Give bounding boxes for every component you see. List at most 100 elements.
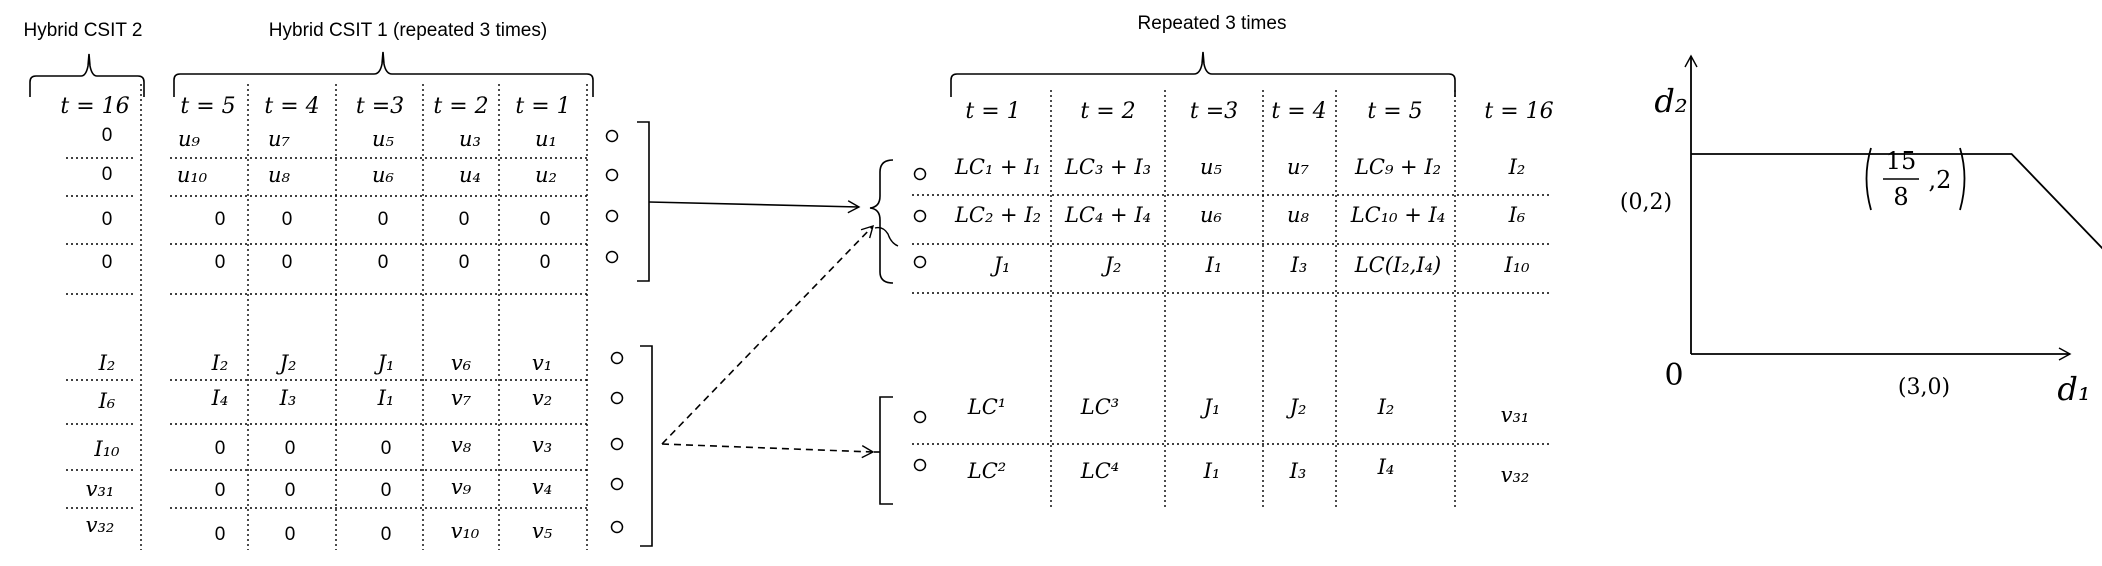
right-slot-header: t =3 [1190,99,1238,124]
right-slot-header: t = 5 [1367,99,1422,124]
right-top-cell: LC₄ + I₄ [1064,203,1151,227]
repeated-title: Repeated 3 times [1138,13,1287,34]
left-bottom-cell: v₁₀ [451,519,480,543]
left-top-cell: u₉ [178,127,201,151]
left-bottom-cell: v₁ [532,351,552,375]
left-bottom-cell: 0 [381,438,392,459]
left-t16-cell: I₂ [98,351,116,375]
right-top-cell: J₁ [990,253,1011,277]
right-top-cell: u₆ [1200,203,1223,227]
y-axis-label: d₂ [1654,82,1687,120]
left-top-cell: 0 [459,209,470,230]
right-bottom-cell: LC⁴ [1080,459,1119,483]
dashed-arrow-up [661,224,875,445]
right-top-cell: LC(I₂,I₄) [1354,253,1442,277]
left-bottom-cell: I₃ [279,386,297,410]
left-bottom-cell: v₅ [532,519,553,543]
left-t16-cell: 0 [102,209,113,230]
left-t16-cell: v₃₁ [86,477,115,501]
left-row-markers [605,129,624,534]
left-top-cell: 0 [540,252,551,273]
brace-repeated [950,51,1456,97]
corner-coordinate: ,2 [1929,166,1952,194]
right-top-cell: LC₁ + I₁ [954,155,1041,179]
right-bottom-cell: I₄ [1377,455,1395,479]
left-bottom-cell: I₁ [377,386,395,410]
left-top-cell: u₆ [372,163,395,187]
left-top-cell: 0 [215,209,226,230]
left-slot-header: t = 4 [264,94,319,119]
left-bottom-cell: 0 [285,480,296,501]
left-bottom-cell: J₁ [374,351,395,375]
right-bottom-cell: LC² [967,459,1006,483]
x-axis-label: d₁ [2057,370,2090,408]
right-top-cell: I₁₀ [1503,253,1530,277]
brace-hybrid-csit-1 [173,51,594,97]
left-bottom-bracket [640,345,653,547]
region-boundary [1691,153,2102,250]
right-top-cell: I₂ [1508,155,1526,179]
left-bottom-cell: v₇ [451,386,472,410]
left-bottom-cell: 0 [215,438,226,459]
left-top-cell: u₂ [535,163,557,187]
left-bottom-cell: 0 [215,524,226,545]
left-top-cell: 0 [459,252,470,273]
left-bottom-cell: J₂ [276,351,297,375]
left-bottom-cell: 0 [215,480,226,501]
left-top-cell: u₃ [459,127,481,151]
right-top-cell: I₁ [1205,253,1223,277]
left-slot-header: t = 1 [515,94,570,119]
left-top-cell: u₁₀ [177,163,208,187]
right-top-cell: u₅ [1200,155,1223,179]
left-top-cell: 0 [378,209,389,230]
right-top-cell: u₇ [1287,155,1310,179]
rate-region: d₂ d₁ 0 (0,2) (3,0) 15 8 ,2 [1620,54,2102,408]
right-bottom-cell: J₂ [1286,395,1307,419]
right-bottom-cell: LC³ [1080,395,1119,419]
right-top-cell: LC₉ + I₂ [1354,155,1441,179]
left-slot-header: t =3 [356,94,404,119]
left-bottom-cell: v₂ [532,386,552,410]
right-top-cell: LC₂ + I₂ [954,203,1041,227]
right-top-cell: LC₁₀ + I₄ [1350,203,1446,227]
fraction-numerator: 15 [1886,147,1917,175]
right-row-markers [913,167,927,472]
left-bottom-cell: I₂ [211,351,229,375]
left-bottom-cell: v₆ [451,351,472,375]
origin-label: 0 [1664,358,1683,393]
left-t16-cell: I₆ [98,389,116,413]
hybrid-csit-1-title: Hybrid CSIT 1 (repeated 3 times) [269,20,547,41]
right-top-cell: J₂ [1101,253,1122,277]
point-label: (3,0) [1898,375,1950,400]
left-bottom-cell: v₃ [532,433,552,457]
left-t16-cell: v₃₂ [86,513,115,537]
right-top-cell: u₈ [1287,203,1310,227]
left-slot-header: t = 2 [433,94,488,119]
right-bottom-cell: v₃₁ [1501,403,1530,427]
right-slot-header: t = 2 [1080,99,1135,124]
right-top-cell: I₆ [1508,203,1526,227]
right-bottom-cell: I₂ [1377,395,1395,419]
left-top-cell: 0 [378,252,389,273]
left-t16-cell: I₁₀ [93,437,120,461]
left-bottom-cell: v₈ [451,433,472,457]
right-top-cell: I₃ [1290,253,1308,277]
left-bottom-cell: v₉ [451,475,472,499]
left-slot-header: t = 5 [180,94,235,119]
left-bottom-cell: 0 [381,480,392,501]
right-slot-header: t = 4 [1271,99,1326,124]
left-top-cell: 0 [282,209,293,230]
left-top-cell: u₄ [459,163,481,187]
brace-hybrid-csit-2 [29,53,145,97]
right-bottom-cell: v₃₂ [1501,463,1530,487]
point-label: (0,2) [1620,190,1672,215]
right-slot-header: t = 16 [1484,99,1553,124]
left-t16-cell: 0 [102,164,113,185]
right-slot-header: t = 1 [965,99,1020,124]
left-t16-cell: 0 [102,125,113,146]
left-top-cell: u₇ [268,127,291,151]
left-top-cell: u₈ [268,163,291,187]
left-bottom-cell: I₄ [211,386,229,410]
right-bottom-cell: I₃ [1289,459,1307,483]
